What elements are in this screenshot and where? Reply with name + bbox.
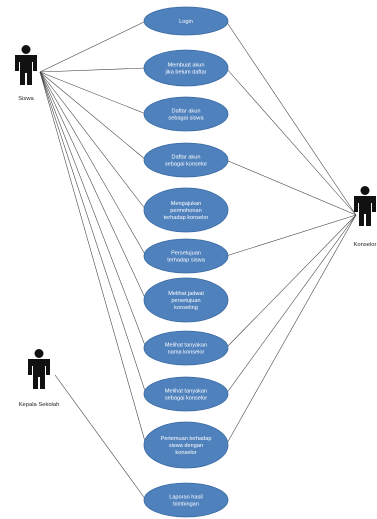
use-case-label: Melihat jadwal	[168, 291, 203, 297]
association-siswa-uc10	[39, 71, 147, 446]
use-case-ellipse[interactable]	[143, 142, 229, 178]
use-case-label: sebagai konselor	[165, 162, 207, 168]
association-konselor-uc4	[225, 159, 357, 216]
use-case-label: siswa dengan	[169, 443, 203, 449]
use-case-label: konselor	[175, 450, 196, 456]
siswa-actor-figure	[15, 45, 37, 85]
association-siswa-uc7	[39, 71, 147, 301]
use-case-uc1[interactable]: Login	[143, 6, 229, 36]
association-konselor-uc9	[225, 214, 357, 395]
use-case-ellipse[interactable]	[143, 6, 229, 36]
association-konselor-uc8	[225, 214, 357, 349]
actor-label: Siswa	[18, 96, 34, 102]
use-case-ellipse[interactable]	[143, 277, 229, 323]
use-case-label: sebagai konselor	[165, 396, 207, 402]
use-case-label: Melihat tanyakan	[165, 389, 207, 395]
association-konselor-uc2	[225, 67, 357, 216]
use-case-ellipse[interactable]	[143, 49, 229, 87]
association-siswa-uc1	[39, 20, 147, 73]
actor-kepala[interactable]: Kepala Sekolah	[19, 349, 60, 408]
use-case-label: Persetujuan	[171, 251, 201, 257]
association-konselor-uc6	[225, 214, 357, 257]
association-siswa-uc9	[39, 71, 147, 395]
use-case-ellipse[interactable]	[143, 187, 229, 233]
use-case-label: bimbingan	[173, 502, 199, 508]
use-case-ellipse[interactable]	[143, 330, 229, 366]
use-case-label: Membuat akun	[167, 63, 204, 69]
use-case-ellipse[interactable]	[143, 421, 229, 469]
use-case-label: jika belum daftar	[164, 70, 206, 76]
use-case-label: sebagai siswa	[168, 116, 204, 122]
association-konselor-uc1	[225, 20, 357, 216]
use-case-label: Mengajukan	[171, 201, 201, 207]
use-case-label: Laporan hasil	[169, 495, 203, 501]
association-kepala-uc11	[54, 374, 147, 501]
use-case-label: persetujuan	[171, 298, 200, 304]
use-case-ellipse[interactable]	[143, 376, 229, 412]
association-siswa-uc8	[39, 71, 147, 349]
association-lines	[39, 20, 357, 501]
use-case-label: Daftar akun	[172, 155, 201, 161]
use-case-label: terhadap konselor	[164, 215, 209, 221]
actor-label: Kepala Sekolah	[19, 402, 60, 408]
konselor-actor-figure	[354, 186, 376, 226]
use-case-label: Daftar akun	[172, 109, 201, 115]
use-case-label: konseling	[174, 305, 198, 311]
use-case-label: Login	[179, 19, 193, 25]
use-case-label: permohonan	[170, 208, 201, 214]
use-case-label: Pertemuan terhadap	[161, 436, 212, 442]
use-case-label: terhadap siswa	[167, 258, 206, 264]
use-case-label: nama konselor	[168, 350, 205, 356]
actor-konselor[interactable]: Konselor	[354, 186, 377, 248]
association-siswa-uc3	[39, 71, 147, 115]
association-siswa-uc6	[39, 71, 147, 257]
association-siswa-uc5	[39, 71, 147, 211]
use-case-label: Melihat tanyakan	[165, 343, 207, 349]
use-case-ellipse[interactable]	[143, 482, 229, 518]
use-case-ellipse[interactable]	[143, 96, 229, 132]
use-case-ellipse[interactable]	[143, 238, 229, 274]
association-siswa-uc2	[39, 67, 147, 73]
association-konselor-uc10	[225, 214, 357, 446]
actor-siswa[interactable]: Siswa	[15, 45, 37, 102]
association-siswa-uc4	[39, 71, 147, 161]
kepala-actor-figure	[28, 349, 50, 389]
actor-label: Konselor	[354, 242, 377, 248]
